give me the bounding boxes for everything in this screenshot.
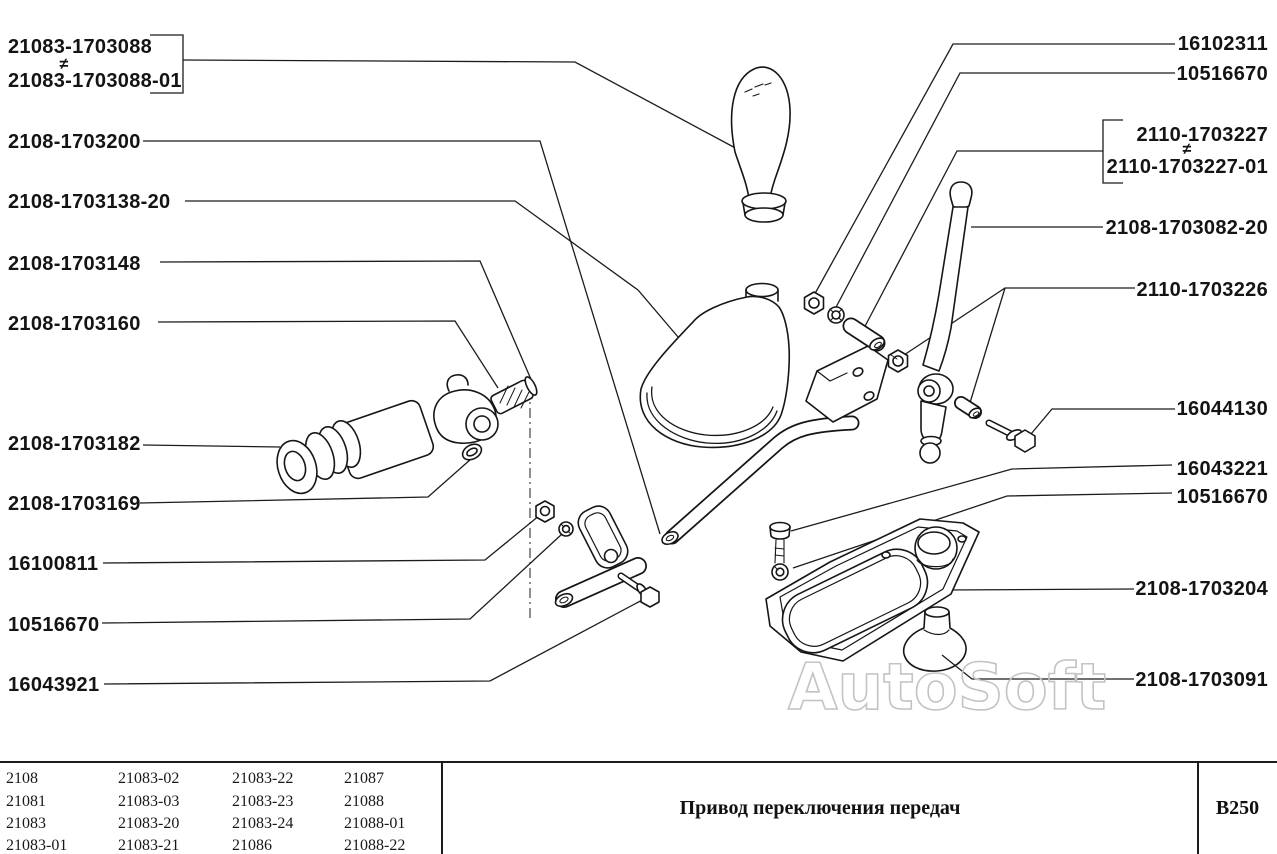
model-cell: 21088-22 bbox=[344, 837, 406, 854]
part-label: 2108-1703182 bbox=[8, 433, 141, 455]
universal-joint bbox=[433, 374, 538, 445]
support-plate bbox=[765, 518, 980, 662]
model-cell: 21083-01 bbox=[6, 837, 68, 854]
part-label: 10516670 bbox=[1177, 486, 1268, 508]
nut-2110-1703226 bbox=[887, 349, 909, 373]
model-cell: 21083-03 bbox=[118, 793, 180, 810]
spline-shaft bbox=[490, 376, 538, 415]
leader-joint-shaft bbox=[159, 260, 534, 385]
gear-knob bbox=[730, 66, 791, 223]
part-label: 2110-1703226 bbox=[1136, 279, 1268, 301]
plate-opening bbox=[781, 548, 929, 654]
not-equal-icon: ≠ bbox=[1182, 141, 1191, 158]
nut-16100811 bbox=[535, 500, 555, 523]
part-label: 2108-1703082-20 bbox=[1106, 217, 1268, 239]
leader-bolt-16043221 bbox=[790, 464, 1173, 532]
part-label: 2108-1703169 bbox=[8, 493, 141, 515]
lever-bushing bbox=[954, 396, 982, 419]
part-label: 21083-1703088-01 bbox=[8, 70, 182, 92]
part-labels: 21083-1703088 ≠ 21083-1703088-01 2108-17… bbox=[8, 33, 1268, 696]
not-equal-icon: ≠ bbox=[59, 56, 68, 73]
part-label: 2108-1703160 bbox=[8, 313, 141, 335]
model-cell: 21088 bbox=[344, 793, 384, 810]
leader-oring bbox=[139, 458, 472, 504]
model-cell: 21083-02 bbox=[118, 770, 180, 787]
part-label: 21083-1703088 bbox=[8, 36, 152, 58]
leader-spacer bbox=[861, 150, 1103, 333]
gear-lever-boot bbox=[639, 282, 791, 449]
footer-divider-right bbox=[1197, 762, 1199, 854]
diagram-title: Привод переключения передач bbox=[679, 796, 961, 819]
bolt-16044130 bbox=[985, 419, 1036, 453]
washer-10516670-left bbox=[558, 521, 574, 537]
leader-lockwasher bbox=[792, 492, 1173, 569]
model-cell: 21083 bbox=[6, 815, 46, 832]
part-label: 2110-1703227-01 bbox=[1107, 156, 1268, 178]
leader-joint-body bbox=[157, 320, 499, 389]
part-label: 16043221 bbox=[1177, 458, 1268, 480]
model-cell: 21083-21 bbox=[118, 837, 180, 854]
bellows-boot bbox=[276, 399, 435, 495]
part-label: 2108-1703200 bbox=[8, 131, 141, 153]
part-label: 2108-1703091 bbox=[1135, 669, 1268, 691]
leader-bolt-16044130 bbox=[1030, 408, 1175, 435]
leader-bellows bbox=[142, 444, 281, 448]
diagram-code: B250 bbox=[1215, 796, 1260, 819]
leader-washer-left bbox=[101, 533, 563, 624]
leader-cap bbox=[941, 654, 1134, 680]
part-label: 2108-1703148 bbox=[8, 253, 141, 275]
shift-pattern-icon bbox=[744, 82, 772, 97]
model-cell: 2108 bbox=[6, 770, 38, 787]
lock-washer-10516670 bbox=[771, 563, 789, 581]
star-washer-10516670 bbox=[827, 306, 845, 324]
part-label: 2110-1703227 bbox=[1136, 124, 1268, 146]
watermark: AutoSoft bbox=[788, 651, 1106, 725]
part-label: 2108-1703204 bbox=[1135, 578, 1268, 600]
leader-rod bbox=[143, 140, 661, 535]
part-label: 10516670 bbox=[8, 614, 99, 636]
leader-lines bbox=[101, 34, 1175, 685]
footer-top-border bbox=[0, 761, 1277, 763]
bolt-16043921 bbox=[617, 572, 660, 608]
footer-divider-left bbox=[441, 762, 443, 854]
rod-bracket bbox=[805, 345, 889, 423]
part-label: 16100811 bbox=[8, 553, 98, 575]
model-cell: 21086 bbox=[232, 837, 272, 854]
leader-nut-left bbox=[102, 514, 541, 564]
nut-16102311 bbox=[803, 291, 825, 315]
leader-knob bbox=[182, 59, 742, 152]
part-label: 16043921 bbox=[8, 674, 99, 696]
bolt-16043221 bbox=[769, 521, 791, 564]
rod-clamp bbox=[577, 505, 629, 569]
model-cell: 21088-01 bbox=[344, 815, 406, 832]
leader-nut-16102311 bbox=[811, 43, 1175, 300]
rod-tube-lower bbox=[554, 557, 647, 608]
spacer-bushing bbox=[842, 317, 886, 352]
leader-nut-226b bbox=[968, 287, 1006, 407]
gear-lever bbox=[917, 181, 973, 464]
leader-bolt-left bbox=[103, 597, 647, 685]
leader-boot bbox=[185, 200, 685, 345]
o-ring-1703169 bbox=[461, 443, 483, 461]
part-label: 16044130 bbox=[1177, 398, 1268, 420]
model-cell: 21083-24 bbox=[232, 815, 294, 832]
model-cell: 21083-22 bbox=[232, 770, 294, 787]
leader-plate bbox=[943, 588, 1135, 591]
model-cell: 21087 bbox=[344, 770, 384, 787]
left-variant-bracket bbox=[150, 34, 184, 94]
part-label: 16102311 bbox=[1178, 33, 1268, 55]
part-label: 2108-1703138-20 bbox=[8, 191, 170, 213]
model-cell: 21083-23 bbox=[232, 793, 294, 810]
part-label: 10516670 bbox=[1177, 63, 1268, 85]
shift-rod bbox=[661, 415, 860, 546]
exploded-parts-drawing: 21083-1703088 ≠ 21083-1703088-01 2108-17… bbox=[8, 33, 1268, 726]
leader-starwasher bbox=[833, 72, 1175, 312]
model-cell: 21083-20 bbox=[118, 815, 180, 832]
rubber-cap-1703091 bbox=[902, 606, 967, 672]
model-cell: 21081 bbox=[6, 793, 46, 810]
